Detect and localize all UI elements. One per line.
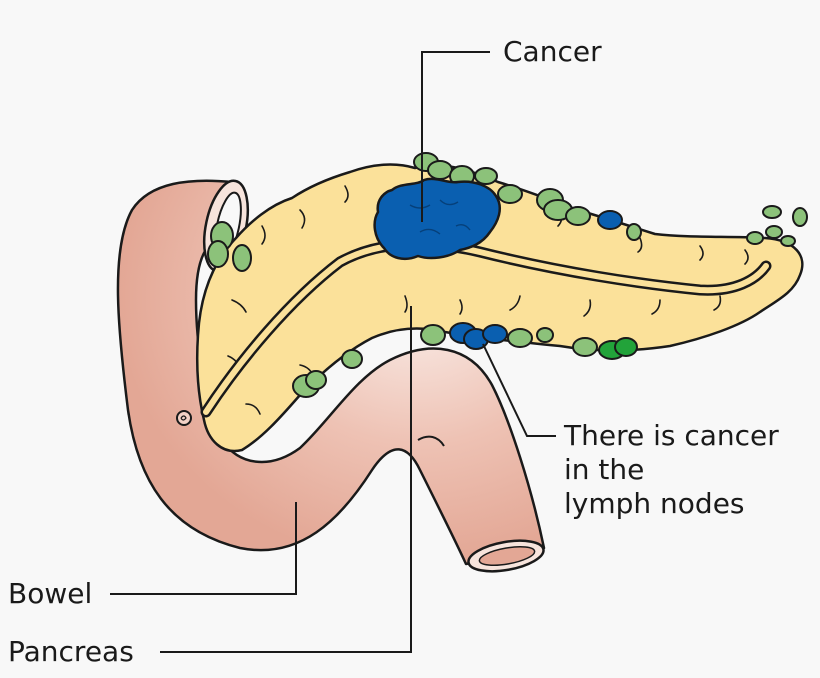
lymph-nodes-leader-line (482, 343, 556, 437)
pancreas (196, 163, 804, 453)
cancer-leader-line (421, 51, 490, 222)
pancreas-leader-line (160, 306, 412, 653)
pancreas-label: Pancreas (8, 635, 134, 668)
bowel-end-opening-inner (478, 545, 536, 567)
lymph-nodes-dark (598, 337, 638, 360)
cancer-tumor (373, 177, 501, 260)
lymph-nodes-label: There is cancer in the lymph nodes (564, 419, 779, 520)
bowel-fold (417, 435, 445, 447)
cancer-lymph-nodes (449, 210, 623, 350)
bowel-papilla (176, 410, 192, 426)
bowel-leader-line (110, 502, 297, 595)
bowel-label: Bowel (8, 577, 93, 610)
cancer-label: Cancer (503, 35, 602, 68)
